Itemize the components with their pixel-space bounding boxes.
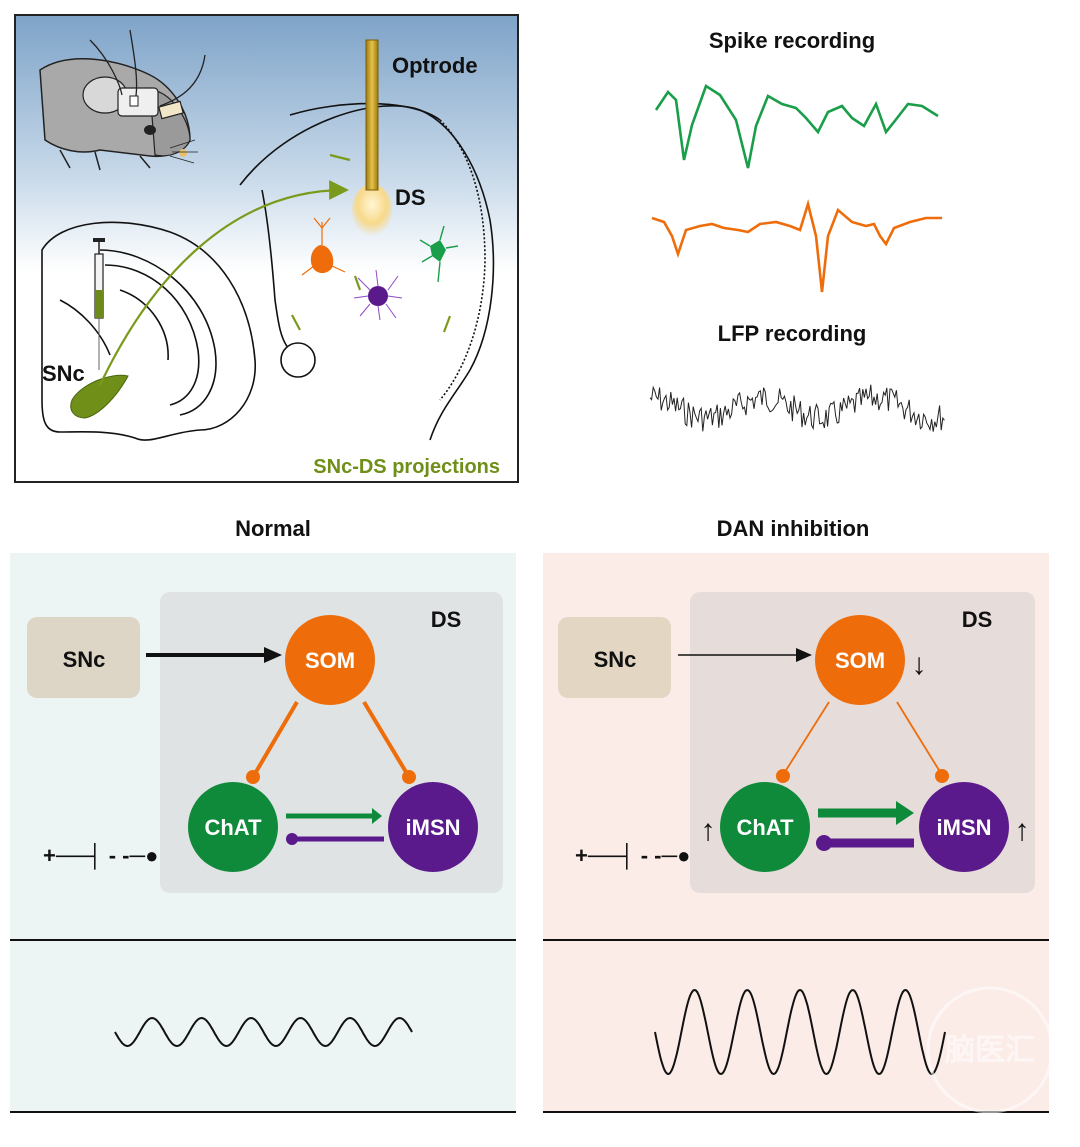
neuron-green-icon [419,225,459,283]
snc-label: SNc [42,361,85,386]
normal-lfp-wave [114,1016,413,1048]
light-cone [352,184,392,236]
syringe-icon [93,238,105,370]
dan-lfp-wave [654,988,946,1076]
dan-panel: DAN inhibition DS SNc SOM ChAT iMSN ↓ ↑ … [543,516,1054,1114]
neuron-purple-icon [353,269,403,321]
dan-som-label: SOM [835,648,885,673]
snc-region [70,374,129,419]
normal-som-node [285,615,375,705]
dan-imsn-node [919,782,1009,872]
dan-imsn-label: iMSN [937,815,992,840]
dan-som-change-arrow: ↓ [912,648,927,681]
coronal-slice-left [41,221,256,441]
normal-ds-label: DS [431,607,462,632]
recordings: Spike recording LFP recording [649,28,945,432]
projection-label: SNc-DS projections [313,456,500,478]
optrode-label: Optrode [392,53,478,78]
mouse-illustration [39,29,206,171]
dan-legend: +──┤ - -─● [575,842,690,870]
normal-imsn-label: iMSN [406,815,461,840]
dan-som-node [815,615,905,705]
normal-chat-node [188,782,278,872]
dan-som-chat-synapse [776,769,790,783]
normal-title: Normal [235,516,311,541]
normal-som-chat-synapse [246,770,260,784]
lfp-trace [649,384,945,432]
dan-som-imsn-synapse [935,769,949,783]
normal-chat-label: ChAT [204,815,262,840]
dan-snc-som-synapse [796,648,812,662]
projection-fibers [291,153,452,333]
normal-snc-label: SNc [63,647,106,672]
normal-som-imsn-synapse [402,770,416,784]
normal-legend: +──┤ - -─● [43,842,158,870]
ds-label: DS [395,185,426,210]
spike-recording-title: Spike recording [709,28,875,53]
lfp-recording-title: LFP recording [718,321,867,346]
dan-snc-box [558,617,671,698]
dan-ds-label: DS [962,607,993,632]
spike-trace-orange [651,199,942,293]
normal-panel: Normal DS SNc SOM ChAT iMSN +──┤ - -─● [10,516,516,1113]
watermark: 脑医汇 [926,986,1054,1114]
dan-imsn-change-arrow: ↑ [1015,814,1030,847]
normal-som-label: SOM [305,648,355,673]
dan-chat-change-arrow: ↑ [701,814,716,847]
normal-snc-box [27,617,140,698]
spike-trace-green [654,84,939,169]
normal-imsn-node [388,782,478,872]
dan-chat-label: ChAT [736,815,794,840]
dan-title: DAN inhibition [717,516,870,541]
projection-arrow [99,180,349,386]
normal-snc-som-synapse [264,647,282,663]
top-panel: Optrode DS SNc SNc-DS projections [14,14,519,483]
dan-snc-label: SNc [594,647,637,672]
watermark-text: 脑医汇 [945,1034,1035,1067]
neuron-orange-icon [301,217,346,276]
optrode-icon [365,39,379,191]
dan-chat-node [720,782,810,872]
